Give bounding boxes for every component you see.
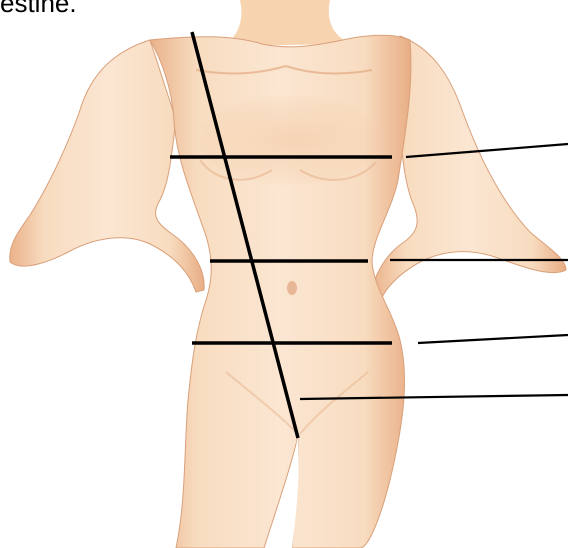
body-silhouette (10, 0, 566, 548)
navel (287, 281, 297, 295)
leader-line-3 (418, 335, 568, 343)
